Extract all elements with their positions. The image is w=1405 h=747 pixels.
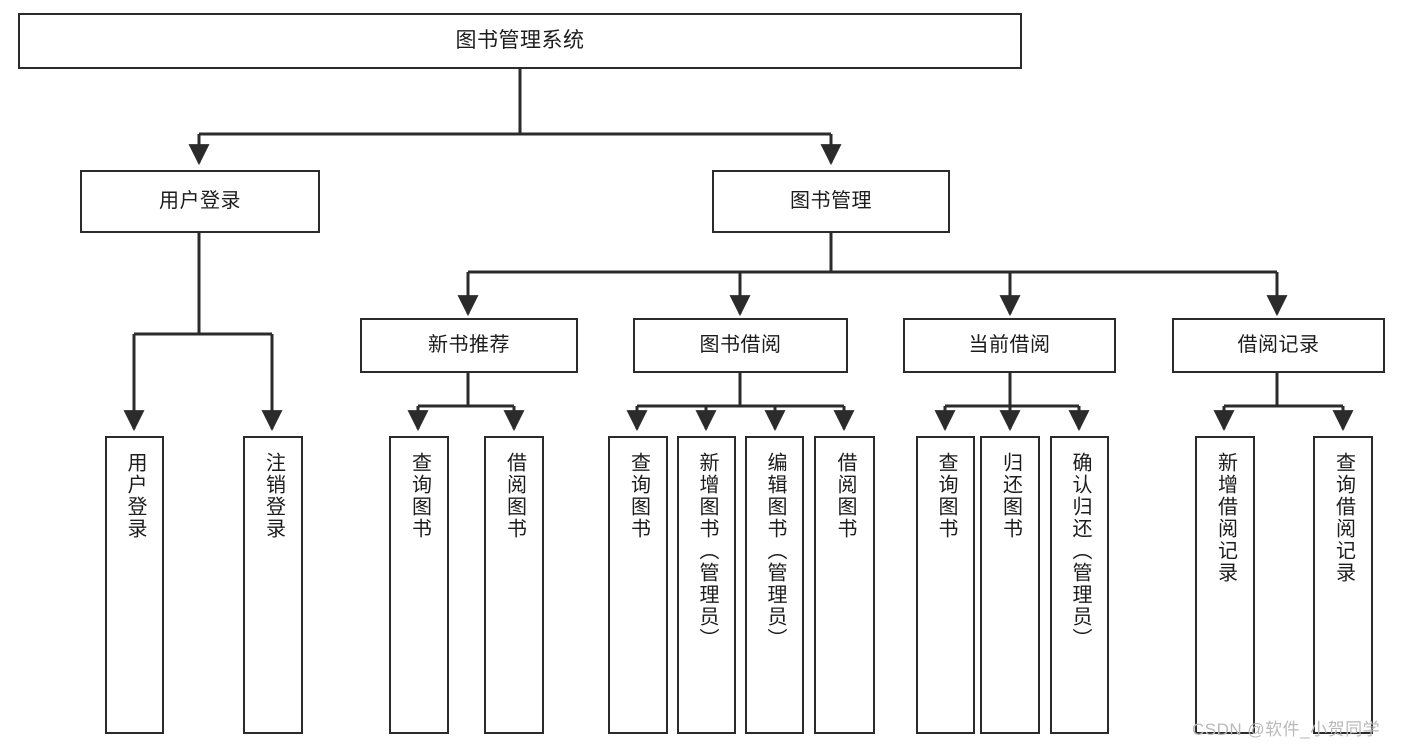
watermark: CSDN @软件_小贺同学	[1192, 720, 1381, 739]
leaf-borrow-book[interactable]: 借阅图书	[814, 436, 875, 734]
leaf-user-logout-label: 注销登录	[262, 452, 285, 540]
leaf-borrow-book-recommend[interactable]: 借阅图书	[484, 436, 544, 734]
node-new-book-recommend[interactable]: 新书推荐	[360, 318, 578, 373]
leaf-user-login[interactable]: 用户登录	[105, 436, 164, 734]
leaf-query-book-current[interactable]: 查询图书	[916, 436, 975, 734]
node-new-book-recommend-label: 新书推荐	[428, 334, 510, 356]
leaf-query-book-recommend[interactable]: 查询图书	[389, 436, 449, 734]
leaf-query-book-current-label: 查询图书	[935, 452, 957, 540]
node-current-borrow-label: 当前借阅	[968, 334, 1051, 356]
leaf-user-login-label: 用户登录	[124, 452, 146, 540]
leaf-confirm-return-admin-label: 确认归还（管理员）	[1069, 452, 1091, 650]
leaf-add-book-admin-label: 新增图书（管理员）	[696, 452, 718, 650]
leaf-borrow-book-recommend-label: 借阅图书	[503, 452, 526, 540]
leaf-return-book-label: 归还图书	[999, 452, 1022, 540]
leaf-confirm-return-admin[interactable]: 确认归还（管理员）	[1050, 436, 1109, 734]
leaf-edit-book-admin[interactable]: 编辑图书（管理员）	[745, 436, 804, 734]
node-user-login-label: 用户登录	[159, 190, 241, 212]
leaf-query-book-borrow-label: 查询图书	[627, 452, 650, 540]
node-root[interactable]: 图书管理系统	[18, 13, 1022, 69]
leaf-borrow-book-label: 借阅图书	[834, 452, 856, 540]
node-book-management-label: 图书管理	[790, 190, 872, 212]
leaf-return-book[interactable]: 归还图书	[980, 436, 1040, 734]
node-book-management[interactable]: 图书管理	[712, 170, 950, 233]
leaf-query-book-borrow[interactable]: 查询图书	[608, 436, 668, 734]
leaf-add-borrow-record-label: 新增借阅记录	[1214, 452, 1237, 584]
leaf-add-borrow-record[interactable]: 新增借阅记录	[1195, 436, 1255, 734]
leaf-query-borrow-record-label: 查询借阅记录	[1332, 452, 1355, 584]
node-book-borrow-label: 图书借阅	[699, 334, 782, 356]
leaf-query-book-recommend-label: 查询图书	[408, 452, 431, 540]
node-borrow-record-label: 借阅记录	[1237, 334, 1320, 356]
leaf-edit-book-admin-label: 编辑图书（管理员）	[764, 452, 786, 650]
node-borrow-record[interactable]: 借阅记录	[1172, 318, 1385, 373]
leaf-user-logout[interactable]: 注销登录	[243, 436, 303, 734]
node-book-borrow[interactable]: 图书借阅	[633, 318, 848, 373]
node-root-label: 图书管理系统	[455, 28, 585, 52]
node-user-login[interactable]: 用户登录	[80, 170, 320, 233]
leaf-query-borrow-record[interactable]: 查询借阅记录	[1313, 436, 1373, 734]
node-current-borrow[interactable]: 当前借阅	[903, 318, 1116, 373]
leaf-add-book-admin[interactable]: 新增图书（管理员）	[677, 436, 736, 734]
